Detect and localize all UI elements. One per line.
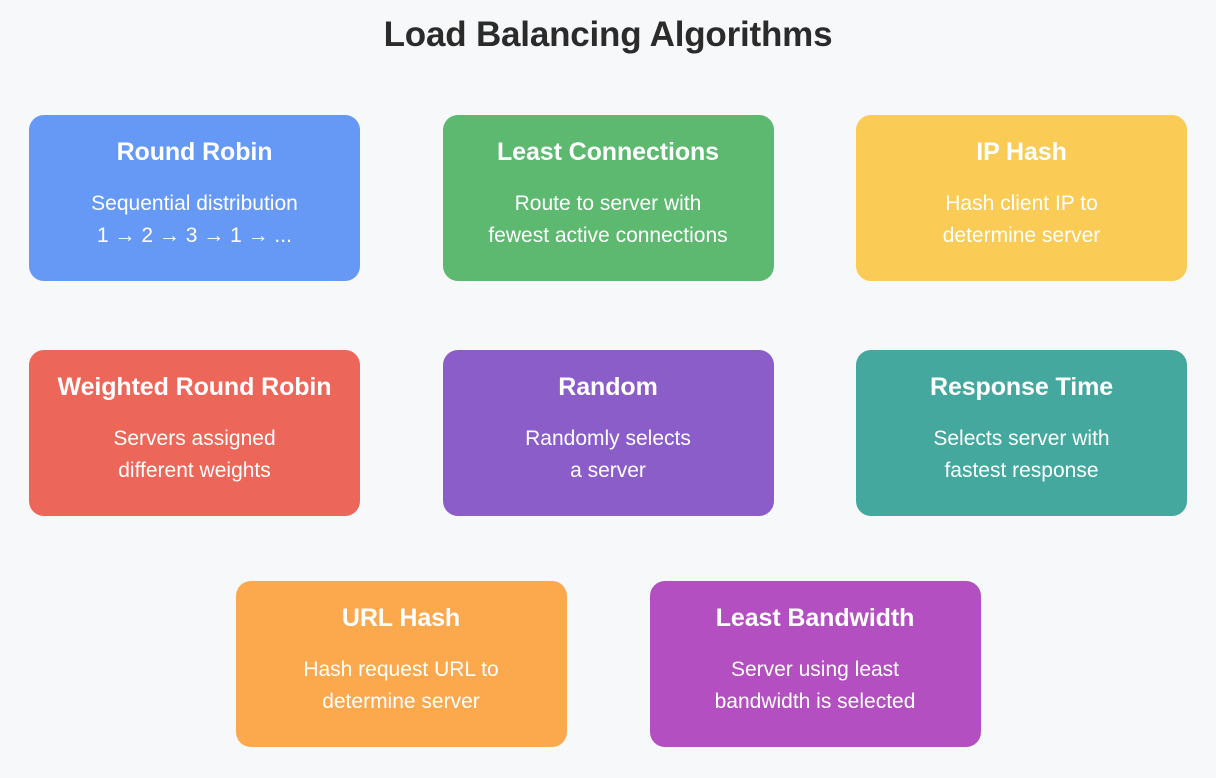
card-title: Least Connections	[497, 138, 719, 166]
card-description: Randomly selects a server	[525, 427, 691, 482]
card-ip-hash[interactable]: IP Hash Hash client IP to determine serv…	[856, 115, 1187, 281]
card-description: Route to server with fewest active conne…	[488, 192, 728, 247]
card-round-robin[interactable]: Round Robin Sequential distribution 1 → …	[29, 115, 360, 281]
card-title: Random	[558, 373, 658, 401]
card-description: Sequential distribution 1 → 2 → 3 → 1 → …	[91, 192, 298, 247]
card-title: Response Time	[929, 373, 1114, 401]
card-least-connections[interactable]: Least Connections Route to server with f…	[442, 115, 774, 281]
card-random[interactable]: Random Randomly selects a server	[442, 350, 774, 516]
card-description: Hash client IP to determine server	[942, 192, 1101, 247]
card-weighted-round-robin[interactable]: Weighted Round Robin Servers assigned di…	[29, 350, 360, 516]
card-row-1: Round Robin Sequential distribution 1 → …	[0, 115, 1216, 281]
card-description: Servers assigned different weights	[113, 427, 276, 482]
card-title: Weighted Round Robin	[57, 373, 332, 401]
card-description: Server using least bandwidth is selected	[714, 658, 916, 713]
card-response-time[interactable]: Response Time Selects server with fastes…	[856, 350, 1187, 516]
card-url-hash[interactable]: URL Hash Hash request URL to determine s…	[235, 581, 567, 747]
card-row-2: Weighted Round Robin Servers assigned di…	[0, 350, 1216, 516]
page-title: Load Balancing Algorithms	[383, 15, 833, 54]
card-title: IP Hash	[976, 138, 1067, 166]
card-description: Selects server with fastest response	[933, 427, 1110, 482]
card-row-3: URL Hash Hash request URL to determine s…	[0, 581, 1216, 747]
algorithm-card-grid: Round Robin Sequential distribution 1 → …	[0, 115, 1216, 747]
card-title: Round Robin	[116, 138, 273, 166]
card-least-bandwidth[interactable]: Least Bandwidth Server using least bandw…	[649, 581, 981, 747]
card-title: Least Bandwidth	[715, 604, 915, 632]
card-description: Hash request URL to determine server	[303, 658, 499, 713]
card-title: URL Hash	[341, 604, 461, 632]
